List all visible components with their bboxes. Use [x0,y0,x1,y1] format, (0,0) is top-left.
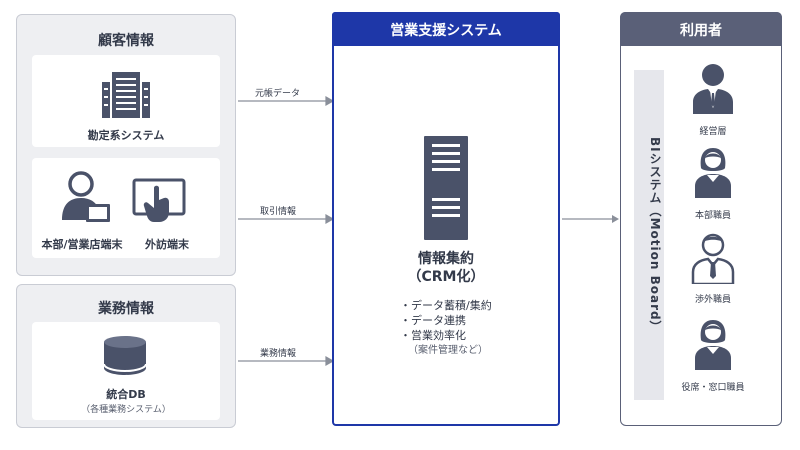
arrow-label-ledger: 元帳データ [255,89,301,99]
integrated-db-label: 統合DB [106,388,146,401]
users-header [620,12,782,46]
integrated-db-sublabel: （各種業務システム） [81,405,171,415]
arrow-head-business [325,355,335,367]
server-rack-icon [102,72,150,118]
feature-bullet: ・データ蓄積/集約 [400,299,492,312]
arrow-head-transaction [325,213,335,225]
man-suit-icon [693,64,733,114]
woman-icon [695,148,731,198]
external-terminal-label: 外訪端末 [145,238,189,251]
person-at-computer-icon [62,171,110,222]
feature-bullet: ・データ連携 [400,314,466,327]
sales-support-system-box [332,12,560,426]
customer-info-title: 顧客情報 [98,33,154,49]
arrow-label-transaction: 取引情報 [260,207,297,217]
user-label-executive: 経営層 [699,127,727,137]
user-label-sales-staff: 渉外職員 [694,295,731,305]
terminals-card [32,158,220,258]
business-info-title: 業務情報 [98,301,154,317]
arrows-to-system [238,95,335,367]
main-function-line1: 情報集約 [418,251,474,267]
feature-bullets: ・データ蓄積/集約 ・データ連携 ・営業効率化 （案件管理など） [400,298,492,358]
feature-bullet-note: （案件管理など） [408,345,488,356]
user-label-counter-staff: 役席・窓口職員 [681,383,745,393]
sales-support-system-header [332,12,560,46]
branch-terminal-label: 本部/営業店端末 [41,238,123,251]
user-label-hq-staff: 本部職員 [694,211,731,221]
touch-tablet-icon [132,178,186,222]
feature-bullet: ・営業効率化 [400,329,466,342]
arrow-to-users [562,215,619,223]
accounting-system-label: 勘定系システム [87,129,165,142]
arrow-head-ledger [325,95,335,107]
main-function-line2: （CRM化） [407,269,485,285]
bi-system-panel [634,70,664,400]
users-title: 利用者 [680,23,722,39]
arrow-label-business: 業務情報 [260,349,297,359]
database-icon [103,336,147,375]
woman-icon [695,320,731,370]
sales-support-system-title: 営業支援システム [390,23,502,39]
bi-system-label: BIシステム（Motion Board） [648,136,662,334]
server-icon [424,136,468,240]
man-tie-icon [691,233,735,284]
